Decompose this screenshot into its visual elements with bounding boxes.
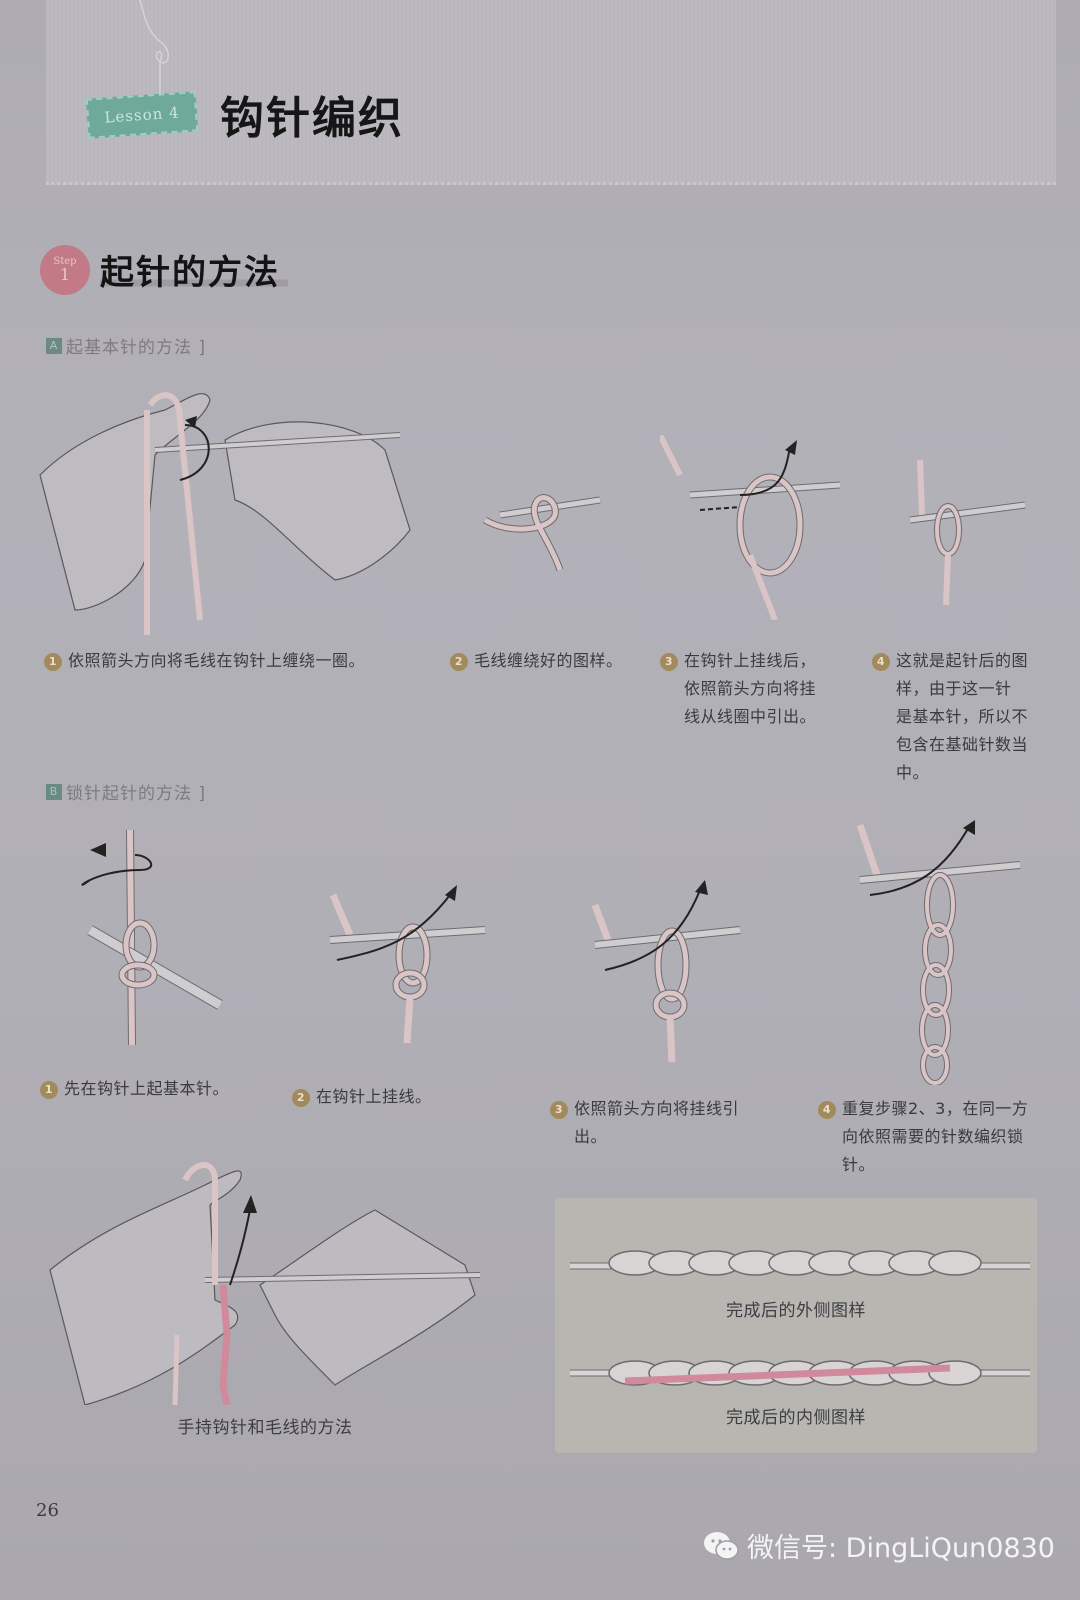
section-a-marker: A [46,337,62,354]
inner-pattern-caption: 完成后的内侧图样 [726,1408,866,1428]
yarn-wrapped-hook-illustration [483,494,601,572]
step-number-badge: 2 [450,653,468,671]
section-b-marker: B [46,783,62,800]
result-panel: 完成后的外侧图样 完成后的内侧图样 [555,1198,1037,1453]
chain-step-3-illustration [591,880,741,1063]
step-number-badge: 1 [44,653,62,671]
section-b-heading-text: 锁针起针的方法 ] [66,784,207,804]
chain-step-4-illustration [856,820,1021,1085]
hanging-string-decoration [139,0,169,100]
inner-chain-illustration [570,1360,1030,1386]
wechat-watermark: 微信号: DingLiQun0830 [703,1526,1055,1565]
pull-loop-through-illustration [660,435,841,620]
step-number-badge: 3 [550,1101,568,1119]
step-title: 起针的方法 [100,245,288,294]
section-a-heading-text: 起基本针的方法 ] [66,338,207,358]
step-badge-number: 1 [59,265,71,284]
lesson-title: 钩针编织 [220,93,404,144]
lesson-tag: Lesson 4 [85,91,199,139]
step-badge: Step 1 [40,245,90,295]
hand-illustration-caption: 手持钩针和毛线的方法 [177,1418,353,1438]
section-b-heading: B 锁针起针的方法 ] [46,779,206,804]
page-number: 26 [36,1500,59,1521]
step-badge-label: Step [53,256,77,267]
step-number-badge: 2 [292,1089,310,1107]
step-number-badge: 1 [40,1081,58,1099]
header-band [46,0,1056,185]
chain-step-2-illustration [329,885,486,1044]
step-number-badge: 3 [660,653,678,671]
outer-chain-illustration [570,1250,1030,1276]
section-a-heading: A 起基本针的方法 ] [46,333,206,358]
hand-holding-hook-illustration [49,1162,481,1405]
outer-pattern-caption: 完成后的外侧图样 [726,1301,866,1321]
watermark-text: 微信号: DingLiQun0830 [747,1533,1055,1564]
chain-step-1-illustration [81,829,223,1046]
wechat-icon [704,1531,739,1560]
step-number-badge: 4 [872,653,890,671]
step-number-badge: 4 [818,1101,836,1119]
hand-wrap-yarn-illustration [39,392,411,635]
base-stitch-result-illustration [909,460,1026,606]
